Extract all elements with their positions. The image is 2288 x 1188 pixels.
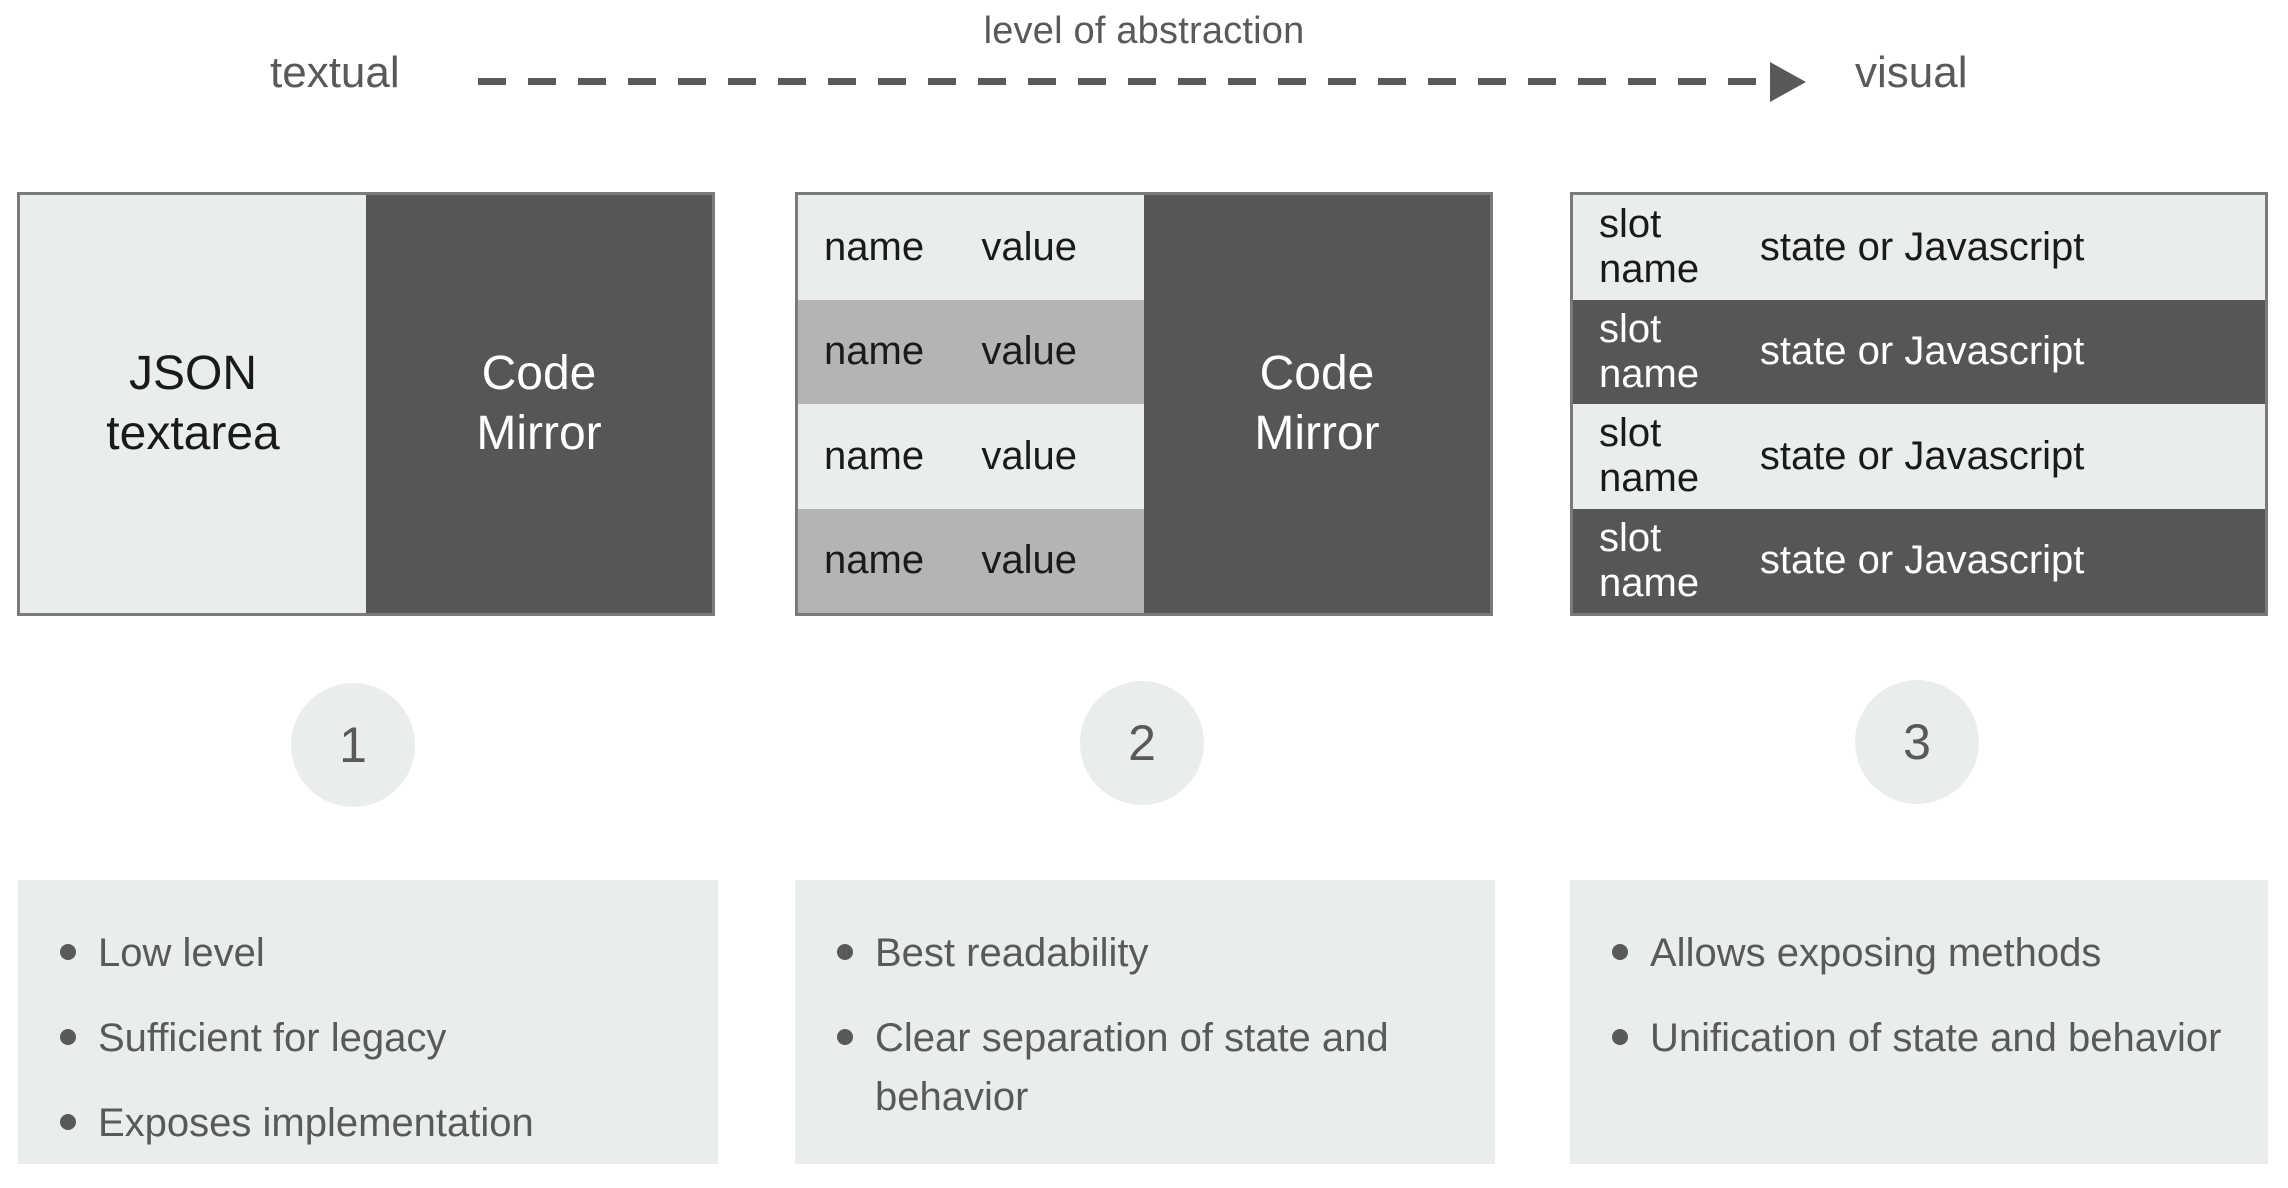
slot-value: state or Javascript: [1759, 224, 2085, 269]
axis-label-textual: textual: [270, 48, 400, 97]
panel-slot-table: slot name state or Javascript slot name …: [1570, 192, 2268, 616]
panel-2-right-region: Code Mirror: [1144, 195, 1490, 613]
panel-json-textarea: JSON textarea Code Mirror: [17, 192, 715, 616]
notes-box-3: Allows exposing methods Unification of s…: [1570, 880, 2268, 1164]
kv-value: value: [981, 329, 1077, 374]
axis-label-visual: visual: [1855, 48, 1968, 97]
bullet-icon: [1612, 1029, 1628, 1046]
panel-name-value-table: name value name value name value name va…: [795, 192, 1493, 616]
kv-name: name: [824, 224, 925, 269]
slot-name: slot name: [1599, 306, 1700, 396]
list-item: Best readability: [837, 924, 1465, 983]
panel-2-key-value-table: name value name value name value name va…: [798, 195, 1144, 613]
slot-name: slot name: [1599, 515, 1700, 605]
kv-name: name: [824, 433, 925, 478]
step-badge-3: 3: [1855, 680, 1979, 804]
slot-name: slot name: [1599, 202, 1700, 292]
table-row: slot name state or Javascript: [1573, 404, 2265, 509]
step-badge-1: 1: [291, 683, 415, 807]
list-item-label: Exposes implementation: [98, 1101, 534, 1146]
list-item-label: Allows exposing methods: [1650, 931, 2102, 975]
slot-value: state or Javascript: [1759, 433, 2085, 478]
slot-value: state or Javascript: [1759, 538, 2085, 583]
kv-value: value: [981, 433, 1077, 478]
table-row: slot name state or Javascript: [1573, 299, 2265, 404]
axis-caption: level of abstraction: [983, 10, 1305, 52]
panel-1-right-label-line1: Code: [481, 347, 597, 400]
panel-1-left-label: JSON textarea: [106, 344, 279, 464]
table-row: name value: [798, 404, 1144, 509]
table-row: name value: [798, 508, 1144, 613]
table-row: name value: [798, 299, 1144, 404]
slot-name: slot name: [1599, 411, 1700, 501]
panel-1-right-label-line2: Mirror: [476, 407, 602, 460]
table-row: name value: [798, 195, 1144, 300]
axis-dashed-line: [478, 78, 1778, 85]
panel-1-left-label-line2: textarea: [106, 407, 280, 460]
panel-2-right-label-line2: Mirror: [1254, 407, 1380, 460]
table-row: slot name state or Javascript: [1573, 195, 2265, 300]
panel-1-right-region: Code Mirror: [366, 195, 712, 613]
list-item: Clear separation of state and behavior: [837, 1009, 1465, 1127]
panel-1-right-label: Code Mirror: [476, 344, 601, 464]
list-item: Low level: [60, 924, 688, 983]
kv-value: value: [981, 224, 1077, 269]
list-item-label: Low level: [98, 931, 265, 975]
panel-1-left-region: JSON textarea: [20, 195, 366, 613]
slot-value: state or Javascript: [1759, 329, 2085, 374]
kv-name: name: [824, 538, 925, 583]
kv-name: name: [824, 329, 925, 374]
step-badge-2: 2: [1080, 681, 1204, 805]
notes-box-1: Low level Sufficient for legacy Exposes …: [18, 880, 718, 1164]
bullet-icon: [60, 1029, 76, 1046]
bullet-icon: [60, 1114, 76, 1131]
panel-2-right-label: Code Mirror: [1254, 344, 1379, 464]
table-row: slot name state or Javascript: [1573, 508, 2265, 613]
panel-2-right-label-line1: Code: [1259, 347, 1375, 400]
list-item: Allows exposing methods: [1612, 924, 2238, 983]
kv-value: value: [981, 538, 1077, 583]
bullet-icon: [837, 944, 853, 960]
arrow-right-icon: [1770, 62, 1806, 102]
list-item-label: Clear separation of state and behavior: [875, 1016, 1389, 1120]
list-item-label: Sufficient for legacy: [98, 1016, 447, 1061]
notes-box-2: Best readability Clear separation of sta…: [795, 880, 1495, 1164]
list-item: Exposes implementation: [60, 1094, 688, 1153]
list-item-label: Best readability: [875, 931, 1149, 975]
panel-1-left-label-line1: JSON: [128, 347, 257, 400]
bullet-icon: [837, 1029, 853, 1046]
bullet-icon: [60, 944, 76, 960]
list-item: Unification of state and behavior: [1612, 1009, 2238, 1068]
list-item-label: Unification of state and behavior: [1650, 1016, 2222, 1061]
list-item: Sufficient for legacy: [60, 1009, 688, 1068]
panel-3-slot-table: slot name state or Javascript slot name …: [1573, 195, 2265, 613]
abstraction-axis: level of abstraction textual visual: [0, 0, 2288, 160]
bullet-icon: [1612, 944, 1628, 960]
